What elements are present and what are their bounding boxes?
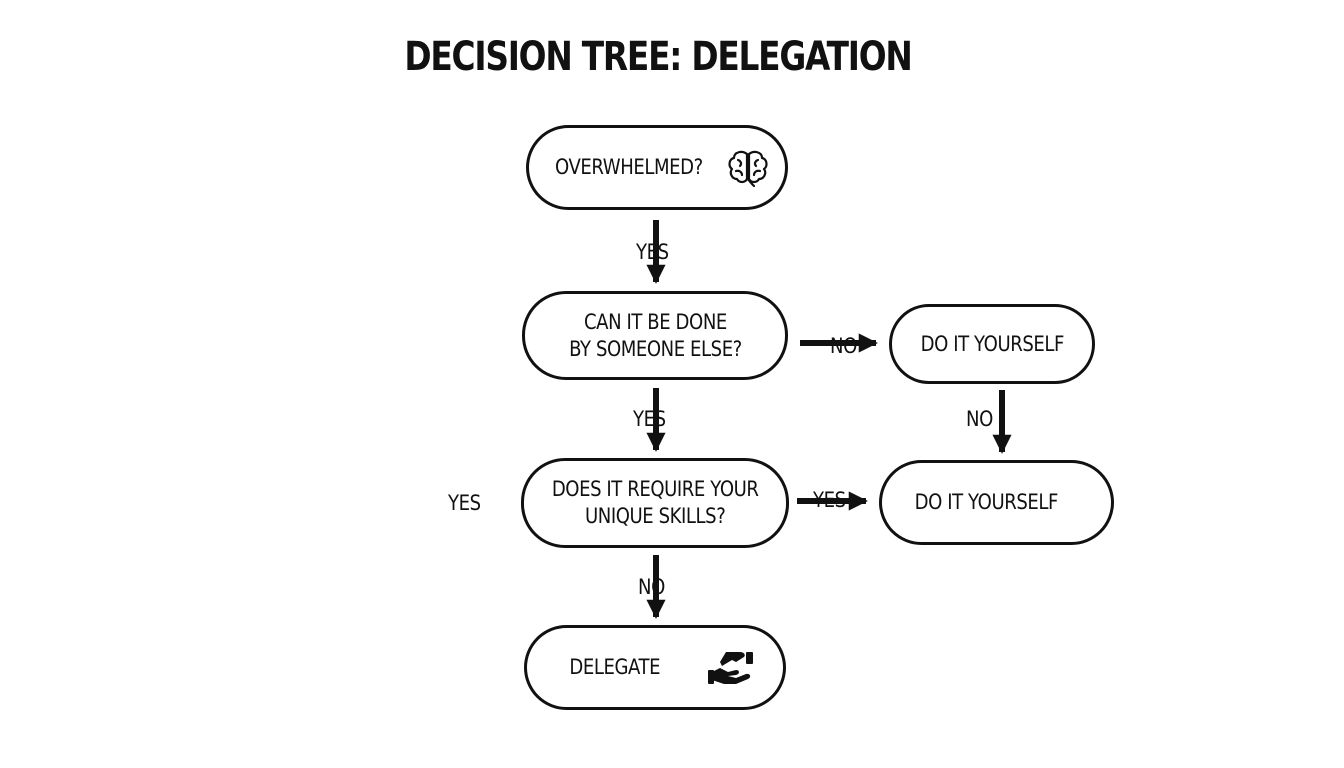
label-yes-left: YES [448,491,481,515]
label-no-right-1: NO [830,334,857,358]
node-overwhelmed-label: OVERWHELMED? [555,155,703,180]
node-unique-skills-label: DOES IT REQUIRE YOUR UNIQUE SKILLS? [551,477,759,528]
handshake-icon [708,652,753,684]
node-do-it-yourself-bottom: DO IT YOURSELF [879,460,1114,545]
label-yes-2: YES [633,407,666,431]
node-do-it-yourself-bottom-label: DO IT YOURSELF [914,490,1059,515]
node-delegate-label: DELEGATE [569,655,661,680]
node-can-it-be-done-by-someone-else: CAN IT BE DONE BY SOMEONE ELSE? [522,291,788,380]
label-yes-right-2: YES [813,488,846,512]
brain-icon [728,150,768,188]
label-no-down-right: NO [966,407,993,431]
node-do-it-yourself-top-label: DO IT YOURSELF [920,331,1064,356]
node-overwhelmed: OVERWHELMED? [526,125,788,210]
diagram-title: DECISION TREE: DELEGATION [404,34,913,80]
label-yes-1: YES [636,240,669,264]
node-can-it-be-done-label: CAN IT BE DONE BY SOMEONE ELSE? [568,309,742,361]
label-no-bottom: NO [638,575,665,599]
node-delegate: DELEGATE [524,625,786,710]
node-does-it-require-unique-skills: DOES IT REQUIRE YOUR UNIQUE SKILLS? [521,458,789,548]
node-do-it-yourself-top: DO IT YOURSELF [889,304,1095,384]
